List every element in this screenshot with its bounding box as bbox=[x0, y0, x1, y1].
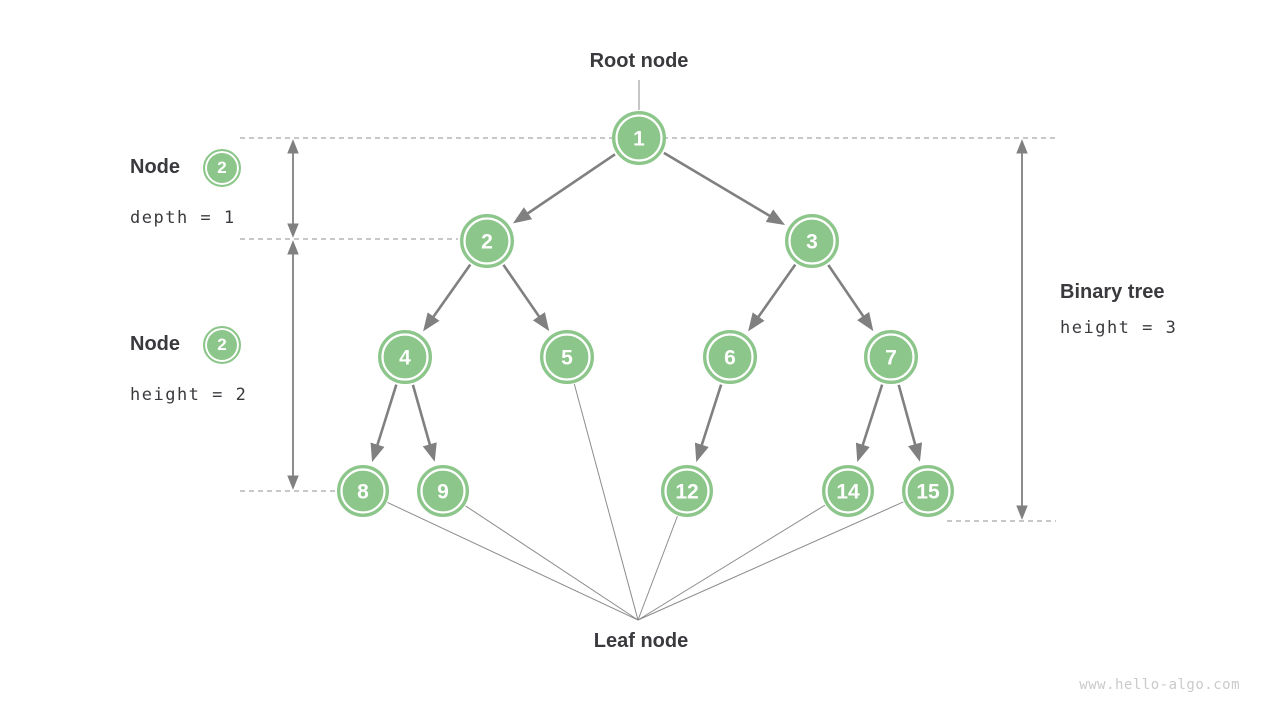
tree-edge bbox=[423, 263, 472, 332]
tree-node: 4 bbox=[378, 330, 432, 384]
tree-edge bbox=[694, 384, 723, 463]
tree-node-value: 14 bbox=[836, 481, 860, 504]
tree-edge bbox=[748, 263, 797, 332]
tree-node-value: 3 bbox=[806, 231, 818, 254]
annotation-node-depth-badge: 2 bbox=[203, 149, 241, 187]
tree-edge bbox=[897, 384, 923, 462]
tree-node: 12 bbox=[661, 465, 713, 517]
tree-edge bbox=[370, 384, 398, 463]
annotation-node-depth-title: Node bbox=[130, 156, 180, 178]
tree-node: 5 bbox=[540, 330, 594, 384]
tree-node: 8 bbox=[337, 465, 389, 517]
tree-edge bbox=[512, 153, 616, 224]
annotation-binary-tree-detail: height = 3 bbox=[1060, 318, 1178, 338]
root-node-label: Root node bbox=[589, 50, 689, 72]
tree-node-value: 6 bbox=[724, 347, 736, 370]
tree-edge bbox=[827, 264, 874, 332]
tree-node-value: 8 bbox=[357, 481, 369, 504]
leaf-pointer-line bbox=[637, 504, 826, 621]
tree-node-value: 4 bbox=[399, 347, 411, 370]
annotation-node-height-detail: height = 2 bbox=[130, 385, 248, 405]
leaf-pointer-line bbox=[573, 383, 639, 621]
tree-edge bbox=[411, 384, 437, 462]
leaf-pointer-line bbox=[465, 505, 639, 621]
tree-node-value: 9 bbox=[437, 481, 449, 504]
tree-node-value: 12 bbox=[675, 481, 698, 504]
tree-edge bbox=[855, 384, 884, 463]
leaf-pointer-line bbox=[637, 501, 904, 621]
tree-node-value: 7 bbox=[885, 347, 897, 370]
tree-node: 1 bbox=[612, 111, 666, 165]
tree-edge bbox=[502, 264, 550, 332]
tree-node: 6 bbox=[703, 330, 757, 384]
watermark: www.hello-algo.com bbox=[1079, 677, 1240, 693]
annotation-node-height-badge: 2 bbox=[203, 326, 241, 364]
annotation-node-depth-detail: depth = 1 bbox=[130, 208, 236, 228]
tree-edge bbox=[663, 151, 786, 225]
leaf-pointer-line bbox=[637, 516, 678, 621]
annotation-binary-tree-title: Binary tree bbox=[1060, 281, 1165, 303]
tree-node-value: 2 bbox=[481, 231, 493, 254]
tree-node: 7 bbox=[864, 330, 918, 384]
leaf-pointer-line bbox=[387, 502, 639, 621]
tree-node: 14 bbox=[822, 465, 874, 517]
tree-node-value: 1 bbox=[633, 128, 645, 151]
leaf-node-label: Leaf node bbox=[593, 630, 689, 652]
tree-node: 3 bbox=[785, 214, 839, 268]
tree-node-value: 5 bbox=[561, 347, 573, 370]
tree-node: 9 bbox=[417, 465, 469, 517]
tree-node: 15 bbox=[902, 465, 954, 517]
tree-node: 2 bbox=[460, 214, 514, 268]
annotation-node-height-title: Node bbox=[130, 333, 180, 355]
tree-node-value: 15 bbox=[916, 481, 940, 504]
